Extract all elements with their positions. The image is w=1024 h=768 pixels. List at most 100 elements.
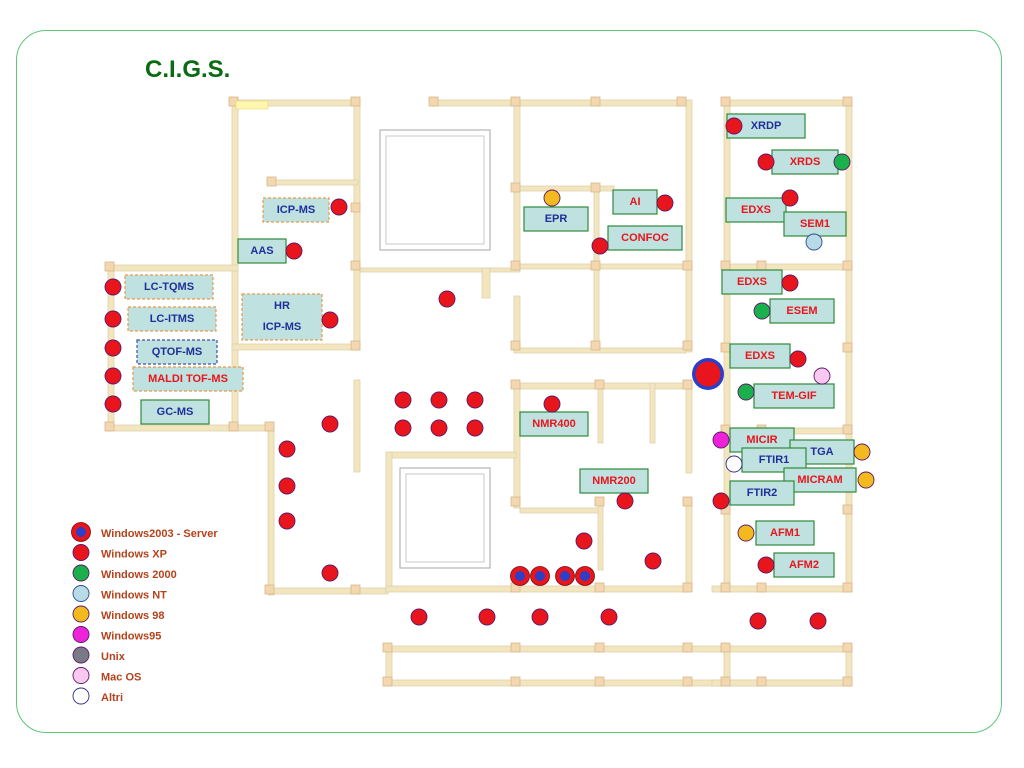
xp-marker [809, 612, 827, 630]
w98-marker [543, 189, 561, 207]
pillar [842, 260, 853, 271]
xp-marker [278, 440, 296, 458]
legend-label: Unix [101, 651, 126, 663]
wall-segment [597, 382, 604, 444]
wall-segment [513, 382, 521, 509]
pillar [228, 421, 239, 432]
pillar [382, 676, 393, 687]
pillar [682, 676, 693, 687]
xp-marker [616, 492, 634, 510]
walls [104, 96, 853, 687]
wall-segment [385, 451, 517, 459]
wall-segment [107, 264, 239, 272]
xp-marker [321, 415, 339, 433]
w98-marker [853, 443, 871, 461]
xp-marker [466, 419, 484, 437]
w95-marker [712, 431, 730, 449]
w2000-marker [753, 302, 771, 320]
instrument-label: GC-MS [157, 406, 194, 418]
instrument-label: EPR [545, 213, 568, 225]
pillar [510, 260, 521, 271]
xp-marker [430, 391, 448, 409]
wall-segment [107, 424, 271, 432]
instrument-label: FTIR1 [759, 454, 790, 466]
instrument-label: MALDI TOF-MS [148, 373, 228, 385]
instrument-box [607, 225, 683, 251]
pillar [842, 96, 853, 107]
instrument-box [612, 189, 658, 215]
wall-segment [385, 645, 853, 653]
instrument-box [237, 238, 287, 264]
xp-marker [394, 419, 412, 437]
pillar [510, 379, 521, 390]
instrument-label: LC-TQMS [144, 281, 194, 293]
xp-marker [104, 278, 122, 296]
wall-segment [231, 343, 361, 351]
pillar [842, 342, 853, 353]
pillar [594, 379, 605, 390]
wall-segment [519, 507, 601, 514]
wall-segment [353, 99, 361, 351]
wall-segment [649, 382, 656, 444]
xp-marker [410, 608, 428, 626]
xp-marker [656, 194, 674, 212]
instrument-box [753, 383, 835, 409]
pillar [510, 96, 521, 107]
pillar [266, 176, 277, 187]
pillar [720, 642, 731, 653]
wall-segment [685, 267, 693, 353]
pillar [350, 96, 361, 107]
server-marker-core [580, 571, 590, 581]
instrument-box [783, 467, 857, 493]
xp-marker [644, 552, 662, 570]
pillar [350, 340, 361, 351]
pillar [510, 182, 521, 193]
xp-marker [789, 350, 807, 368]
instrument-box [136, 339, 218, 365]
legend-label: Windows 2000 [101, 569, 177, 581]
legend-label: Mac OS [101, 672, 141, 684]
wall-segment [685, 99, 693, 271]
instrument-label: HR [274, 300, 290, 312]
pillar [590, 96, 601, 107]
pillar [350, 202, 361, 213]
wall-segment [353, 379, 361, 473]
pillar [682, 582, 693, 593]
mac-marker [72, 667, 90, 684]
wall-segment [513, 263, 691, 270]
wall-segment [385, 585, 687, 593]
computer-markers [104, 117, 875, 630]
instrument-label: AFM1 [770, 527, 800, 539]
xp-marker [278, 477, 296, 495]
pillar [676, 96, 687, 107]
instrument-box [725, 197, 787, 223]
instrument-label: TEM-GIF [771, 390, 816, 402]
instrument-box [729, 343, 791, 369]
main-server-marker-core [695, 361, 721, 387]
pillar [842, 582, 853, 593]
xp-marker [321, 311, 339, 329]
instrument-box [132, 366, 244, 392]
pillar [842, 504, 853, 515]
instrument-label: MICRAM [797, 474, 842, 486]
wall-segment [359, 267, 521, 273]
nt-marker [72, 585, 90, 602]
w98-marker [737, 524, 755, 542]
pillar [720, 96, 731, 107]
xp-marker [321, 564, 339, 582]
pillar [382, 642, 393, 653]
legend-label: Windows 98 [101, 610, 164, 622]
xp-marker [749, 612, 767, 630]
wall-segment [685, 382, 693, 474]
legend-label: Windows NT [101, 590, 167, 602]
instrument-label: ESEM [786, 305, 817, 317]
server-marker-core [535, 571, 545, 581]
xp-marker [725, 117, 743, 135]
instrument-label: ICP-MS [277, 204, 316, 216]
w98-marker [857, 471, 875, 489]
wall-segment [597, 499, 604, 571]
xp-marker [394, 391, 412, 409]
pillar [720, 676, 731, 687]
xp-marker [330, 198, 348, 216]
